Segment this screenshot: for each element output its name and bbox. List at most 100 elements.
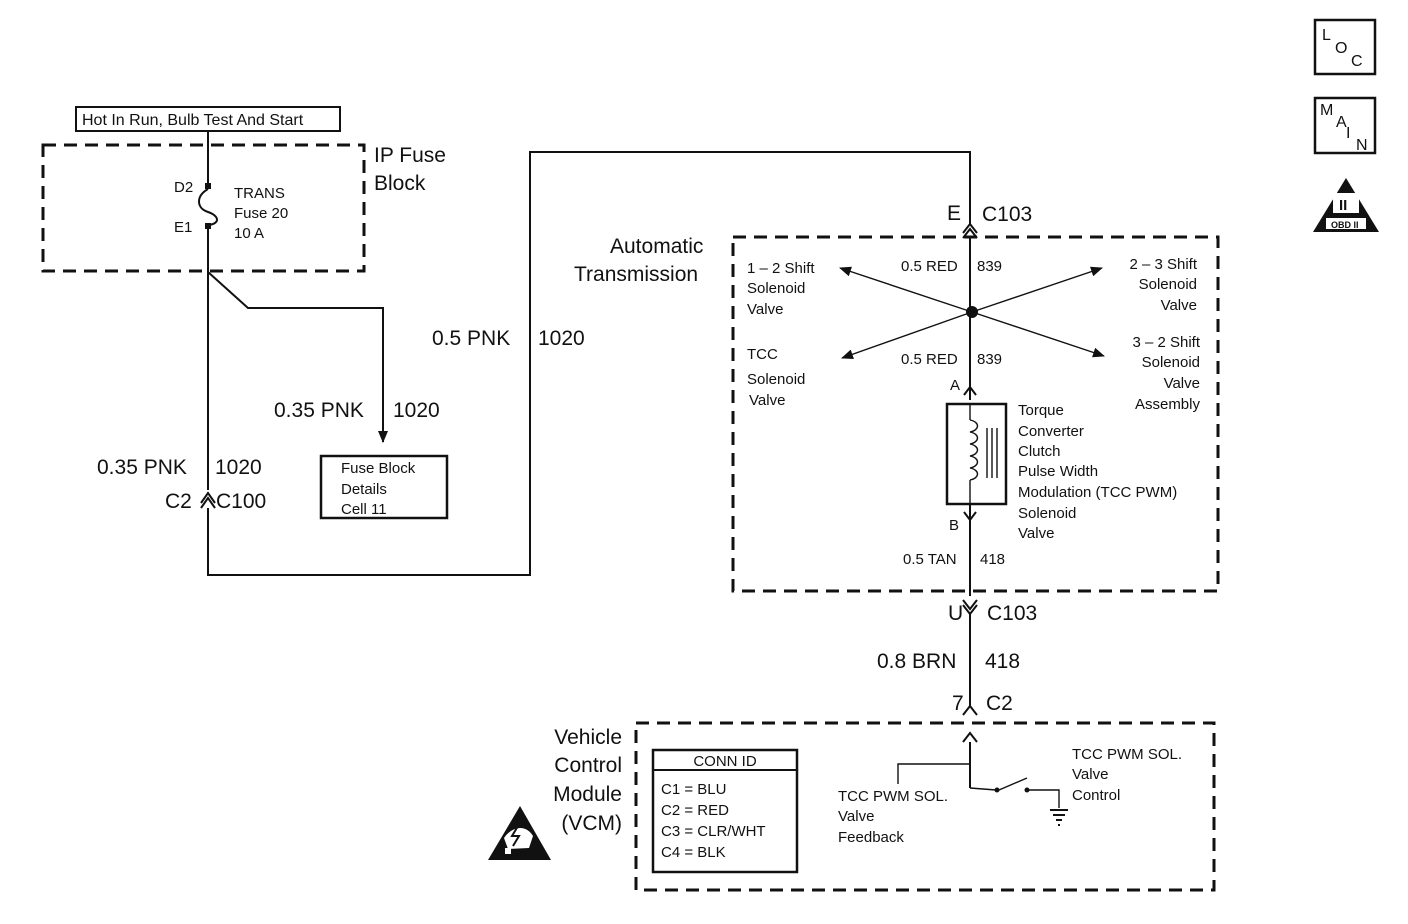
svg-text:Modulation (TCC PWM): Modulation (TCC PWM) <box>1018 484 1177 501</box>
svg-text:0.5 RED: 0.5 RED <box>901 258 958 275</box>
svg-text:418: 418 <box>980 551 1005 568</box>
svg-text:II: II <box>1339 197 1347 214</box>
svg-text:Solenoid: Solenoid <box>1139 276 1197 293</box>
vcm-outline <box>634 721 1216 892</box>
svg-text:U: U <box>948 602 963 625</box>
connector-c100[interactable]: C2 C100 <box>165 490 266 513</box>
svg-text:0.5 RED: 0.5 RED <box>901 351 958 368</box>
fuse-name: TRANS <box>234 185 285 202</box>
conn-id-row: C1 = BLU <box>661 781 726 798</box>
connector-c103-top[interactable]: E C103 <box>947 202 1032 239</box>
connector-c103-bottom[interactable]: U C103 <box>948 599 1037 625</box>
svg-text:Valve: Valve <box>1161 297 1197 314</box>
svg-text:Details: Details <box>341 481 387 498</box>
svg-text:Feedback: Feedback <box>838 829 904 846</box>
svg-text:C103: C103 <box>982 203 1032 226</box>
svg-text:7: 7 <box>952 692 964 715</box>
wire-05-tan: 0.5 TAN 418 <box>903 551 1005 568</box>
svg-text:0.35 PNK: 0.35 PNK <box>274 399 364 422</box>
shift-23-solenoid-label: 2 – 3 Shift Solenoid Valve <box>1129 256 1197 314</box>
vcm-title: Vehicle Control Module (VCM) <box>553 726 622 835</box>
svg-text:1 – 2 Shift: 1 – 2 Shift <box>747 260 815 277</box>
svg-text:TCC: TCC <box>747 346 778 363</box>
svg-text:Valve: Valve <box>838 808 874 825</box>
terminal-d2-label: D2 <box>174 179 193 196</box>
svg-text:418: 418 <box>985 650 1020 673</box>
svg-text:Pulse Width: Pulse Width <box>1018 463 1098 480</box>
conn-id-row: C2 = RED <box>661 802 729 819</box>
svg-text:Clutch: Clutch <box>1018 443 1061 460</box>
wire-05-red-top: 0.5 RED 839 <box>901 258 1002 275</box>
svg-text:(VCM): (VCM) <box>561 812 622 835</box>
tcc-solenoid-label: TCC Solenoid Valve <box>747 346 805 409</box>
wire-05-pnk: 0.5 PNK 1020 <box>432 327 585 350</box>
wire-08-brn: 0.8 BRN 418 <box>877 650 1020 673</box>
shift-12-solenoid-label: 1 – 2 Shift Solenoid Valve <box>747 260 815 318</box>
power-source-label: Hot In Run, Bulb Test And Start <box>75 106 341 132</box>
svg-text:Valve: Valve <box>1018 525 1054 542</box>
fuse-block-details-box[interactable]: Fuse Block Details Cell 11 <box>319 454 449 520</box>
svg-text:Solenoid: Solenoid <box>747 371 805 388</box>
svg-text:C103: C103 <box>987 602 1037 625</box>
svg-text:Cell 11: Cell 11 <box>341 501 387 518</box>
esd-warning-icon <box>488 806 551 860</box>
tcc-pwm-solenoid[interactable] <box>945 402 1008 506</box>
svg-text:Assembly: Assembly <box>1135 396 1201 413</box>
svg-text:0.5 PNK: 0.5 PNK <box>432 327 510 350</box>
obd-ii-badge[interactable]: II OBD II <box>1313 178 1379 232</box>
svg-text:Solenoid: Solenoid <box>747 280 805 297</box>
svg-text:I: I <box>1346 125 1350 142</box>
tcc-pwm-feedback-label: TCC PWM SOL. Valve Feedback <box>838 788 948 846</box>
svg-text:Solenoid: Solenoid <box>1018 505 1076 522</box>
shift-32-solenoid-label: 3 – 2 Shift Solenoid Valve Assembly <box>1132 334 1200 413</box>
svg-text:839: 839 <box>977 351 1002 368</box>
svg-text:OBD II: OBD II <box>1331 220 1359 230</box>
tcc-pwm-solenoid-label: Torque Converter Clutch Pulse Width Modu… <box>1018 402 1177 542</box>
svg-text:Converter: Converter <box>1018 423 1084 440</box>
svg-text:Module: Module <box>553 783 622 806</box>
svg-text:C100: C100 <box>216 490 266 513</box>
wire-05-red-bottom: 0.5 RED 839 <box>901 351 1002 368</box>
svg-text:C2: C2 <box>165 490 192 513</box>
ip-fuse-block-outline <box>41 143 366 273</box>
ip-fuse-block-title-2: Block <box>374 172 426 195</box>
svg-text:1020: 1020 <box>538 327 585 350</box>
svg-text:Control: Control <box>554 754 622 777</box>
fuse-number: Fuse 20 <box>234 205 288 222</box>
svg-text:E: E <box>947 202 961 225</box>
fuse-20-symbol[interactable] <box>198 188 218 226</box>
svg-text:TCC PWM SOL.: TCC PWM SOL. <box>838 788 948 805</box>
svg-text:Solenoid: Solenoid <box>1142 354 1200 371</box>
svg-text:Hot In Run, Bulb Test And Star: Hot In Run, Bulb Test And Start <box>82 112 304 129</box>
conn-id-table: CONN ID C1 = BLU C2 = RED C3 = CLR/WHT C… <box>651 748 799 874</box>
fuse-rating: 10 A <box>234 225 264 242</box>
pin-b-label: B <box>949 517 959 534</box>
main-badge[interactable]: M A I N <box>1313 96 1377 155</box>
svg-text:N: N <box>1356 137 1368 154</box>
svg-text:0.8 BRN: 0.8 BRN <box>877 650 956 673</box>
connector-c2[interactable]: 7 C2 <box>952 692 1013 743</box>
tcc-pwm-control-label: TCC PWM SOL. Valve Control <box>1072 746 1182 804</box>
svg-text:0.35 PNK: 0.35 PNK <box>97 456 187 479</box>
svg-text:Valve: Valve <box>749 392 785 409</box>
conn-id-row: C3 = CLR/WHT <box>661 823 766 840</box>
svg-text:839: 839 <box>977 258 1002 275</box>
conn-id-header: CONN ID <box>693 753 757 770</box>
wire-035-pnk-left: 0.35 PNK 1020 <box>97 456 262 479</box>
svg-text:Valve: Valve <box>1164 375 1200 392</box>
svg-text:Torque: Torque <box>1018 402 1064 419</box>
loc-badge[interactable]: L O C <box>1313 18 1377 76</box>
svg-text:A: A <box>1336 114 1347 131</box>
svg-text:1020: 1020 <box>215 456 262 479</box>
svg-text:TCC PWM SOL.: TCC PWM SOL. <box>1072 746 1182 763</box>
svg-text:3 – 2 Shift: 3 – 2 Shift <box>1132 334 1200 351</box>
terminal-e1-label: E1 <box>174 219 192 236</box>
svg-text:1020: 1020 <box>393 399 440 422</box>
wire-035-pnk-to-fuse-details: 0.35 PNK 1020 <box>274 399 440 422</box>
svg-text:Valve: Valve <box>1072 766 1108 783</box>
svg-text:M: M <box>1320 102 1333 119</box>
svg-text:Vehicle: Vehicle <box>554 726 622 749</box>
svg-text:L: L <box>1322 27 1331 44</box>
svg-text:O: O <box>1335 40 1347 57</box>
